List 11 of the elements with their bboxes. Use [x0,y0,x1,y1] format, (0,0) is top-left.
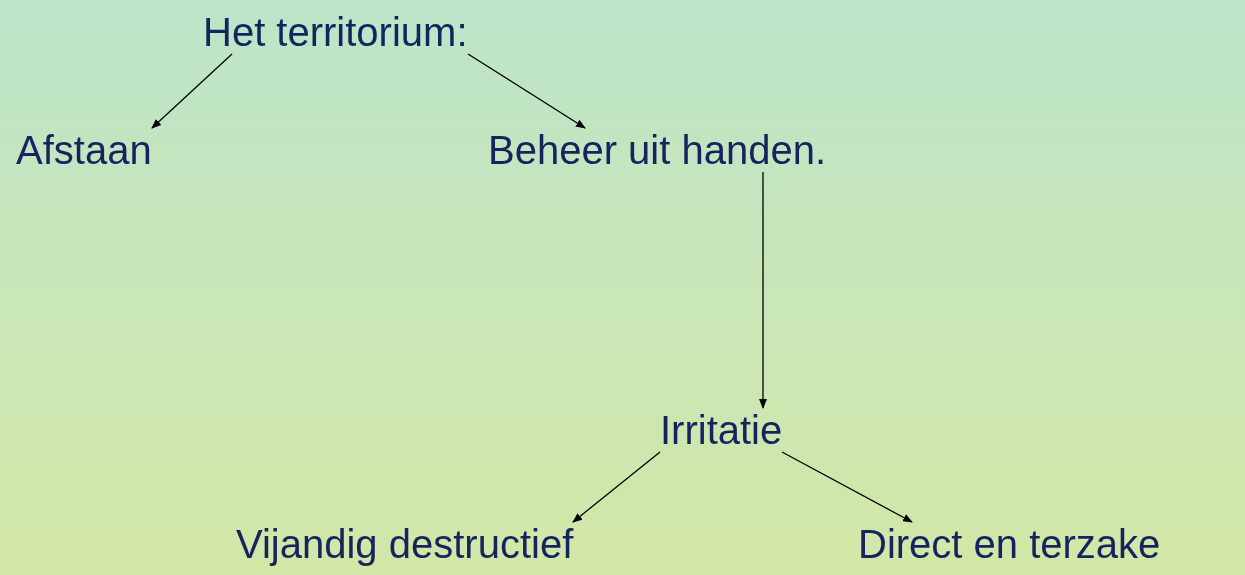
arrow [151,53,233,129]
node-text: Vijandig destructief [236,520,574,568]
arrow [759,171,767,409]
node-text: Beheer uit handen. [488,126,827,174]
node-text: Irritatie [660,406,783,454]
arrow [467,53,586,129]
node-text: Afstaan [16,126,152,174]
arrow [781,451,913,523]
node-text: Direct en terzake [858,520,1161,568]
node-text: Het territorium: [203,8,468,56]
arrow [572,451,661,523]
